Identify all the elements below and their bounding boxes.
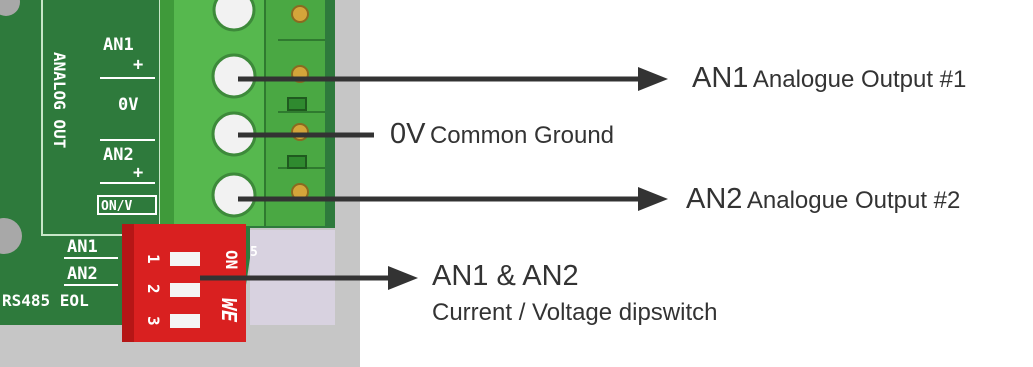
pin-slot-2 xyxy=(287,155,307,169)
callout-dipswitch-code: AN1 & AN2 xyxy=(432,260,579,292)
callout-an1-code: AN1 xyxy=(692,62,749,94)
callout-an2: AN2 Analogue Output #2 xyxy=(686,183,960,216)
silk-on-v: ON/V xyxy=(101,199,132,214)
callout-0v-desc: Common Ground xyxy=(429,122,615,149)
arrow-an1 xyxy=(238,67,668,91)
callout-dipswitch-desc: Current / Voltage dipswitch xyxy=(432,299,718,326)
silk-an1: AN1 xyxy=(103,35,134,55)
callout-an1-desc: Analogue Output #1 xyxy=(752,66,967,93)
silk-side-an1: AN1 xyxy=(67,237,98,257)
dipswitch-pos-3: 3 xyxy=(144,316,163,326)
silk-an2: AN2 xyxy=(103,145,134,165)
pin-top xyxy=(291,5,309,23)
callout-an2-code: AN2 xyxy=(686,183,743,215)
silk-plus-1: + xyxy=(133,55,143,75)
callout-0v: 0V Common Ground xyxy=(390,118,614,151)
dipswitch-pos-2: 2 xyxy=(144,284,163,294)
silk-rs485-eol: RS485 EOL xyxy=(2,291,89,310)
silk-side-an2: AN2 xyxy=(67,264,98,284)
silk-analog-out: ANALOG OUT xyxy=(50,52,69,148)
dipswitch-pos-1: 1 xyxy=(144,254,163,264)
dipswitch-toggle-1[interactable] xyxy=(170,252,200,266)
callout-0v-code: 0V xyxy=(390,118,426,150)
pin-slot-1 xyxy=(287,97,307,111)
arrow-dipswitch xyxy=(200,266,418,290)
dipswitch-toggle-3[interactable] xyxy=(170,314,200,328)
silk-box-onv xyxy=(97,195,157,215)
mounting-hole xyxy=(0,218,22,254)
dipswitch-logo: WE xyxy=(217,298,241,323)
terminal-block-edge xyxy=(160,0,174,226)
callout-dipswitch: AN1 & AN2 Current / Voltage dipswitch xyxy=(432,260,717,327)
screw-an2 xyxy=(211,172,257,218)
callout-an2-desc: Analogue Output #2 xyxy=(746,187,961,214)
arrow-an2 xyxy=(238,187,668,211)
silk-plus-2: + xyxy=(133,163,143,183)
dipswitch-edge xyxy=(122,224,134,342)
screw-an1 xyxy=(211,53,257,99)
pin-0v xyxy=(291,123,309,141)
dipswitch-toggle-2[interactable] xyxy=(170,283,200,297)
callout-an1: AN1 Analogue Output #1 xyxy=(692,62,966,95)
silk-partial-5: 5 xyxy=(250,245,258,260)
dipswitch-on-label: ON xyxy=(222,250,241,269)
screw-top xyxy=(212,0,256,32)
mounting-hole-top xyxy=(0,0,20,16)
silkscreen-outline xyxy=(41,0,160,236)
silk-0v: 0V xyxy=(118,95,138,115)
